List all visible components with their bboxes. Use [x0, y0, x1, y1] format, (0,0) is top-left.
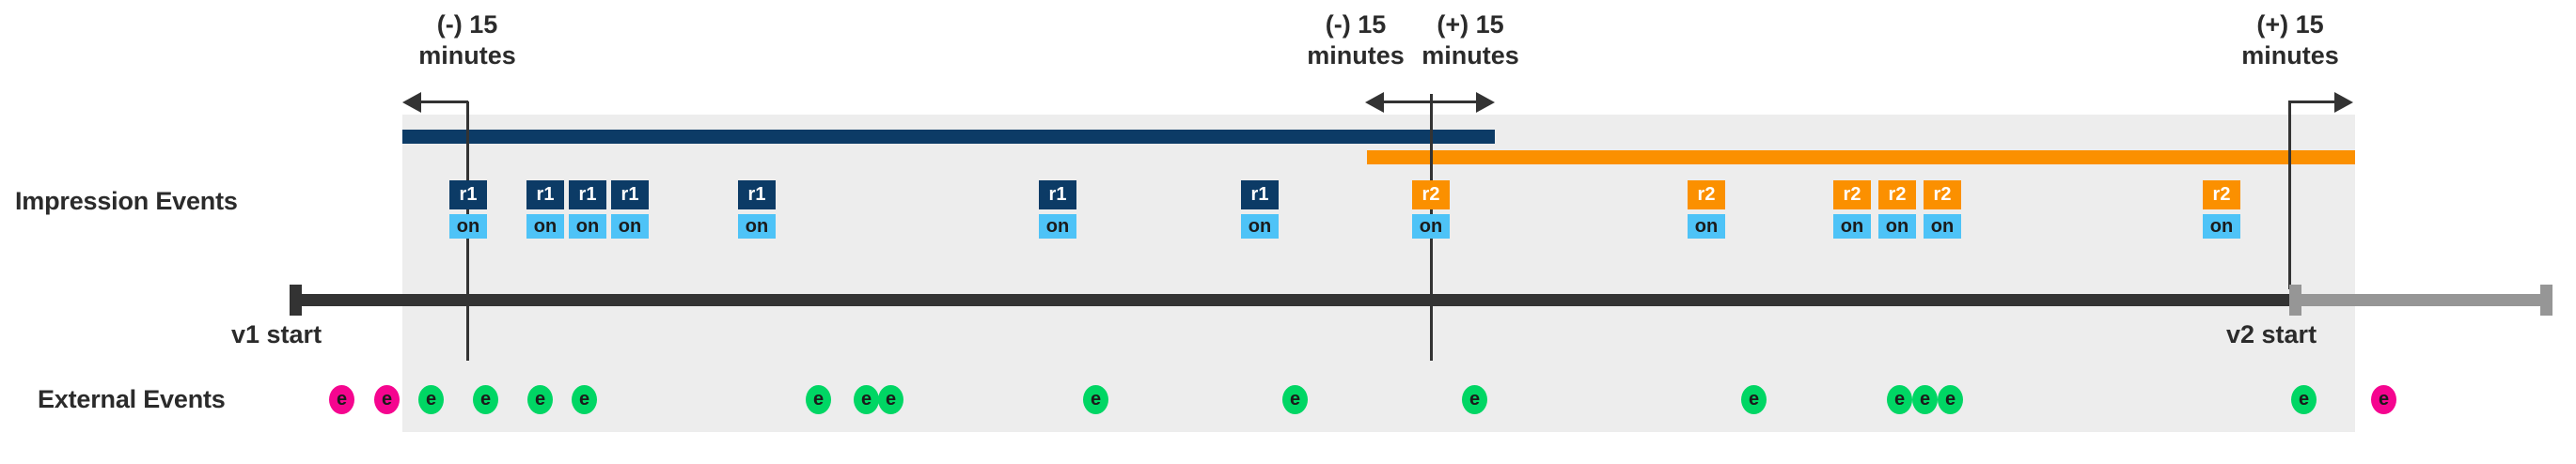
callout-2-horizontal-line: [1384, 101, 1431, 103]
external-event-dot[interactable]: e: [1083, 385, 1108, 414]
external-event-dot[interactable]: e: [878, 385, 903, 414]
external-event-dot[interactable]: e: [806, 385, 831, 414]
impression-ring-chip[interactable]: r1: [526, 180, 564, 209]
callout-1-horizontal-line: [421, 101, 468, 103]
external-event-dot[interactable]: e: [854, 385, 879, 414]
impression-state-chip[interactable]: on: [1241, 214, 1279, 239]
impression-state-chip[interactable]: on: [449, 214, 487, 239]
impression-ring-chip[interactable]: r1: [611, 180, 649, 209]
external-event-dot[interactable]: e: [473, 385, 498, 414]
impression-events-row-label: Impression Events: [15, 187, 238, 215]
external-event-dot[interactable]: e: [1462, 385, 1487, 414]
external-event-dot[interactable]: e: [1282, 385, 1308, 414]
v1-start-caption: v1 start: [231, 320, 322, 348]
callout-plus-15-right: (+) 15 minutes: [2241, 10, 2339, 70]
impression-ring-chip[interactable]: r2: [1688, 180, 1725, 209]
v2-start-caption: v2 start: [2226, 320, 2317, 348]
external-event-dot[interactable]: e: [1741, 385, 1767, 414]
callout-3-arrow-right-icon: [1476, 92, 1495, 113]
external-event-dot[interactable]: e: [2371, 385, 2396, 414]
impression-state-chip[interactable]: on: [1688, 214, 1725, 239]
impression-state-chip[interactable]: on: [611, 214, 649, 239]
callout-minus-15-mid: (-) 15 minutes: [1307, 10, 1405, 70]
impression-ring-chip[interactable]: r2: [1412, 180, 1450, 209]
v2-version-bar: [1367, 150, 2355, 164]
impression-ring-chip[interactable]: r1: [738, 180, 776, 209]
impression-state-chip[interactable]: on: [1924, 214, 1961, 239]
impression-ring-chip[interactable]: r1: [449, 180, 487, 209]
callout-4-vertical-line: [2288, 101, 2291, 289]
external-event-dot[interactable]: e: [1912, 385, 1938, 414]
impression-state-chip[interactable]: on: [569, 214, 606, 239]
v1-start-tick: [290, 285, 302, 316]
impression-ring-chip[interactable]: r1: [1039, 180, 1076, 209]
impression-ring-chip[interactable]: r1: [1241, 180, 1279, 209]
callout-2-arrow-left-icon: [1365, 92, 1384, 113]
impression-state-chip[interactable]: on: [1412, 214, 1450, 239]
impression-ring-chip[interactable]: r2: [2203, 180, 2240, 209]
external-event-dot[interactable]: e: [1887, 385, 1912, 414]
callout-4-horizontal-line: [2288, 101, 2334, 103]
external-event-dot[interactable]: e: [572, 385, 597, 414]
timeline-end-tick: [2540, 285, 2552, 316]
callout-1-arrow-left-icon: [402, 92, 421, 113]
impression-state-chip[interactable]: on: [526, 214, 564, 239]
external-event-dot[interactable]: e: [329, 385, 354, 414]
impression-ring-chip[interactable]: r1: [569, 180, 606, 209]
timeline-v1-segment: [290, 294, 2289, 306]
observation-window-panel: [402, 115, 2355, 432]
impression-state-chip[interactable]: on: [1039, 214, 1076, 239]
impression-state-chip[interactable]: on: [1878, 214, 1916, 239]
callout-4-arrow-right-icon: [2334, 92, 2353, 113]
external-event-dot[interactable]: e: [418, 385, 444, 414]
impression-ring-chip[interactable]: r2: [1833, 180, 1871, 209]
v2-start-tick: [2289, 285, 2301, 316]
impression-ring-chip[interactable]: r2: [1878, 180, 1916, 209]
impression-state-chip[interactable]: on: [1833, 214, 1871, 239]
impression-state-chip[interactable]: on: [738, 214, 776, 239]
callout-plus-15-mid: (+) 15 minutes: [1422, 10, 1519, 70]
v1-version-bar: [402, 130, 1495, 144]
external-event-dot[interactable]: e: [2291, 385, 2317, 414]
external-event-dot[interactable]: e: [374, 385, 400, 414]
external-event-dot[interactable]: e: [1938, 385, 1963, 414]
external-events-row-label: External Events: [38, 385, 226, 413]
callout-3-horizontal-line: [1431, 101, 1476, 103]
impression-state-chip[interactable]: on: [2203, 214, 2240, 239]
external-event-dot[interactable]: e: [527, 385, 553, 414]
callout-minus-15-left: (-) 15 minutes: [418, 10, 516, 70]
impression-ring-chip[interactable]: r2: [1924, 180, 1961, 209]
timeline-v2-segment: [2289, 294, 2552, 306]
